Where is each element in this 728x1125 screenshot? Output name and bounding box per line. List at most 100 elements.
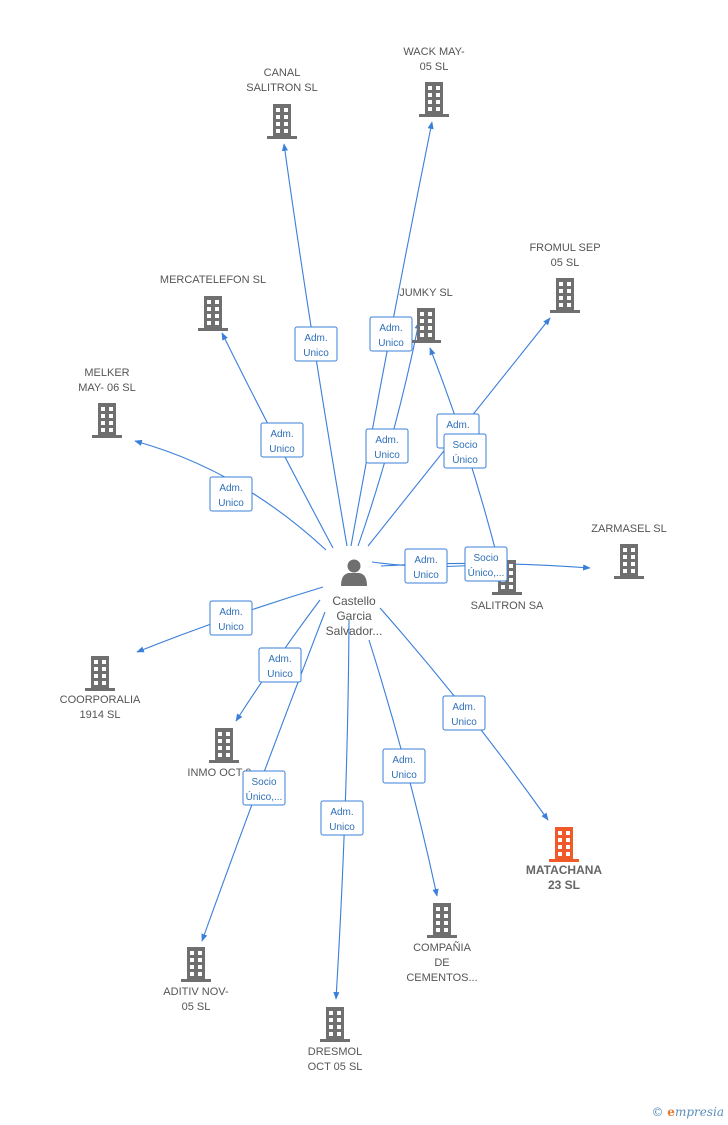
edge-label-text: Unico <box>391 770 417 781</box>
edge-label-text: Adm. <box>452 702 475 713</box>
company-label: DE <box>434 957 449 969</box>
edge-label-text: Unico <box>413 570 439 581</box>
company-node-canal-salitron[interactable]: CANAL SALITRON SL <box>246 67 318 139</box>
building-icon <box>419 82 449 117</box>
company-label: FROMUL SEP <box>529 242 600 254</box>
edges-layer <box>134 121 591 1000</box>
edge-label-text: Adm. <box>304 333 327 344</box>
edge-label-text: Adm. <box>375 435 398 446</box>
nodes-layer: CANAL SALITRON SL WACK MAY- 05 SL FROMUL SEP… <box>60 46 667 1073</box>
company-label: MELKER <box>84 367 129 379</box>
company-node-wack-may[interactable]: WACK MAY- 05 SL <box>403 46 465 117</box>
edge-label-jumky[interactable]: Adm. Unico <box>365 428 409 464</box>
building-icon <box>614 544 644 579</box>
edge-label-text: Socio <box>251 777 276 788</box>
company-label: 1914 SL <box>80 709 121 721</box>
edge-label-text: Unico <box>218 622 244 633</box>
company-label: WACK MAY- <box>403 46 465 58</box>
edge-label-text: Adm. <box>219 483 242 494</box>
edge-label-text: Unico <box>303 348 329 359</box>
edge-label-dresmol-oct[interactable]: Adm.Unico <box>320 800 364 836</box>
company-label: ADITIV NOV- <box>163 986 229 998</box>
company-node-compania-cementos[interactable]: COMPAÑIA DE CEMENTOS... <box>406 903 478 984</box>
person-name-label: Castello <box>332 594 376 608</box>
company-label: CANAL <box>264 67 301 79</box>
company-node-coorporalia[interactable]: COORPORALIA 1914 SL <box>60 656 141 721</box>
edge-label-zarmasel[interactable]: Adm. Unico <box>404 548 448 584</box>
company-label: MAY- 06 SL <box>78 382 135 394</box>
edge-label-text: Adm. <box>219 607 242 618</box>
building-icon <box>550 278 580 313</box>
company-label: SALITRON SL <box>246 82 318 94</box>
empresia-watermark: © empresia <box>651 1105 724 1119</box>
edge-label-text: Adm. <box>379 323 402 334</box>
edge-label-text: Único <box>452 453 478 466</box>
company-label: COMPAÑIA <box>413 941 472 954</box>
company-node-inmo-oct[interactable]: INMO OCT 0... <box>187 728 261 779</box>
brand-initial: e <box>667 1105 675 1119</box>
company-node-melker-may[interactable]: MELKER MAY- 06 SL <box>78 367 136 438</box>
edge-label-aditiv-nov[interactable]: SocioÚnico,... <box>242 770 286 806</box>
edge-label-salitron-sa[interactable]: SocioÚnico,... <box>464 546 508 582</box>
edge-label-text: Unico <box>374 450 400 461</box>
center-node[interactable]: CastelloGarciaSalvador... <box>326 559 383 639</box>
company-label: 23 SL <box>548 878 580 892</box>
company-node-dresmol-oct[interactable]: DRESMOL OCT 05 SL <box>308 1007 363 1073</box>
company-label: OCT 05 SL <box>308 1061 363 1073</box>
edge-label-text: Unico <box>218 498 244 509</box>
person-name-label: Salvador... <box>326 624 383 638</box>
edge-label-text: Unico <box>378 338 404 349</box>
edge-label-text: Único,... <box>246 790 283 803</box>
company-label: COORPORALIA <box>60 694 141 706</box>
company-label: DRESMOL <box>308 1046 362 1058</box>
company-node-zarmasel[interactable]: ZARMASEL SL <box>591 523 667 579</box>
company-label: SALITRON SA <box>471 600 544 612</box>
building-icon <box>198 296 228 331</box>
edge-label-wack-may[interactable]: Adm. Unico <box>369 316 413 352</box>
edge-label-inmo-oct[interactable]: Adm. Unico <box>258 647 302 683</box>
company-node-mercatelefon[interactable]: MERCATELEFON SL <box>160 274 266 331</box>
edge-labels-layer: Adm.UnicoAdm.UnicoAdm.UnicoAdm.UnicoAdm.… <box>209 316 508 836</box>
company-label: MERCATELEFON SL <box>160 274 266 286</box>
company-label: MATACHANA <box>526 863 603 877</box>
edge-label-text: Único,... <box>468 566 505 579</box>
company-label: 05 SL <box>182 1001 211 1013</box>
edge-label-mercatelefon[interactable]: Adm. Unico <box>260 422 304 458</box>
edge-label-text: Unico <box>451 717 477 728</box>
building-icon <box>85 656 115 691</box>
edge-label-melker-may[interactable]: Adm. Unico <box>209 476 253 512</box>
building-icon <box>209 728 239 763</box>
building-icon <box>267 104 297 139</box>
brand-name: mpresia <box>674 1105 724 1119</box>
building-icon-highlight <box>549 827 579 862</box>
company-label: INMO OCT 0... <box>187 767 260 779</box>
edge-label-text: Unico <box>267 669 293 680</box>
building-icon <box>320 1007 350 1042</box>
building-icon <box>181 947 211 982</box>
edge-label-canal-salitron[interactable]: Adm. Unico <box>294 326 338 362</box>
company-node-jumky[interactable]: JUMKY SL <box>399 287 453 343</box>
company-node-aditiv-nov[interactable]: ADITIV NOV- 05 SL <box>163 947 229 1013</box>
edge-label-compania-cementos[interactable]: Adm. Unico <box>382 748 426 784</box>
company-label: 05 SL <box>420 61 449 73</box>
company-label: CEMENTOS... <box>406 972 477 984</box>
company-node-salitron-sa[interactable]: SALITRON SA <box>471 560 544 612</box>
edge-label-text: Unico <box>269 444 295 455</box>
person-name-label: Garcia <box>336 609 372 623</box>
edge-label-text: Adm. <box>330 807 353 818</box>
building-icon <box>427 903 457 938</box>
building-icon <box>92 403 122 438</box>
edge-label-text: Adm. <box>268 654 291 665</box>
copyright-symbol: © <box>651 1105 664 1119</box>
edge-label-matachana[interactable]: Adm. Unico <box>442 695 486 731</box>
edge-label-text: Adm. <box>392 755 415 766</box>
edge-label-text: Adm. <box>414 555 437 566</box>
edge-label-text: Adm. <box>270 429 293 440</box>
edge-label-text: Socio <box>473 553 498 564</box>
edge-label-coorporalia[interactable]: Adm. Unico <box>209 600 253 636</box>
company-label: ZARMASEL SL <box>591 523 666 535</box>
